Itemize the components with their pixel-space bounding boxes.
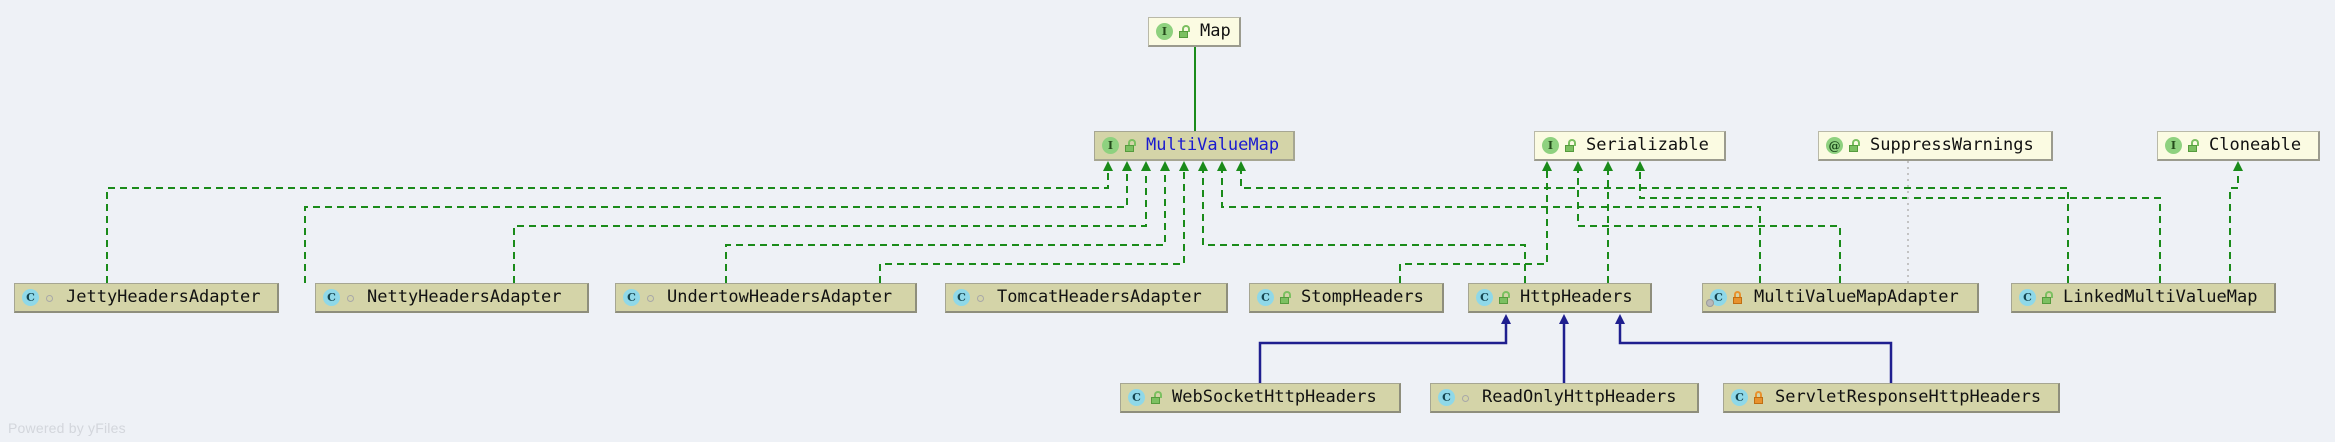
class-node-label: MultiValueMapAdapter [1754, 287, 1959, 307]
package-circle-icon [1460, 391, 1473, 405]
edge-mvmadapter-serializable [1573, 161, 1841, 283]
class-icon: C [953, 289, 970, 306]
interface-icon: I [1542, 137, 1559, 154]
package-circle-icon [44, 291, 57, 305]
unlock-icon [1178, 24, 1191, 39]
class-node-websockethttpheaders[interactable]: C WebSocketHttpHeaders [1120, 383, 1401, 413]
lock-icon [1732, 290, 1745, 305]
class-node-linkedmultivaluemap[interactable]: C LinkedMultiValueMap [2011, 283, 2276, 313]
class-icon: C [2019, 289, 2036, 306]
unlock-icon [1150, 390, 1163, 405]
class-node-jettyheadersadapter[interactable]: C JettyHeadersAdapter [14, 283, 279, 313]
class-node-serializable[interactable]: I Serializable [1534, 131, 1726, 161]
generalization-edges [1258, 314, 1893, 383]
package-circle-icon [645, 291, 658, 305]
edge-jetty-multivaluemap [106, 161, 1113, 283]
unlock-icon [1124, 138, 1137, 153]
class-icon: C [1257, 289, 1274, 306]
package-circle-icon [345, 291, 358, 305]
edge-linkedmvm-serializable [1635, 161, 2161, 283]
lock-icon [1753, 390, 1766, 405]
class-node-tomcatheadersadapter[interactable]: C TomcatHeadersAdapter [945, 283, 1228, 313]
edge-httpheaders-multivaluemap [1198, 161, 1526, 283]
class-node-httpheaders[interactable]: C HttpHeaders [1468, 283, 1652, 313]
class-node-multivaluemap[interactable]: I MultiValueMap [1094, 131, 1295, 161]
class-node-servletresponsehttpheaders[interactable]: C ServletResponseHttpHeaders [1723, 383, 2060, 413]
unlock-icon [1848, 138, 1861, 153]
class-node-label: HttpHeaders [1520, 287, 1633, 307]
edge-undertow-multivaluemap [513, 161, 1151, 283]
class-abstract-icon: C [1706, 289, 1727, 307]
class-node-label: JettyHeadersAdapter [66, 287, 261, 307]
class-node-label: ServletResponseHttpHeaders [1775, 387, 2042, 407]
unlock-icon [1564, 138, 1577, 153]
class-node-label: TomcatHeadersAdapter [997, 287, 1202, 307]
edge-websocket-httpheaders [1258, 314, 1511, 383]
class-node-label: SuppressWarnings [1870, 135, 2034, 155]
annotation-icon: @ [1826, 137, 1843, 154]
class-node-map[interactable]: I Map [1148, 17, 1241, 47]
class-icon: C [22, 289, 39, 306]
class-icon: C [1731, 389, 1748, 406]
edge-servletresponse-httpheaders [1615, 314, 1893, 383]
interface-icon: I [1102, 137, 1119, 154]
class-node-label: NettyHeadersAdapter [367, 287, 562, 307]
class-icon: C [323, 289, 340, 306]
edge-tomcat-multivaluemap [725, 161, 1170, 283]
interface-icon: I [2165, 137, 2182, 154]
class-node-label: MultiValueMap [1146, 135, 1280, 155]
unlock-icon [2041, 290, 2054, 305]
class-node-stompheaders[interactable]: C StompHeaders [1249, 283, 1444, 313]
edge-linkedmvm-multivaluemap [1236, 161, 2069, 283]
edge-mvmadapter-multivaluemap [1217, 161, 1761, 283]
interface-icon: I [1156, 23, 1173, 40]
class-node-label: Cloneable [2209, 135, 2302, 155]
unlock-icon [1498, 290, 1511, 305]
class-node-label: LinkedMultiValueMap [2063, 287, 2258, 307]
class-icon: C [1438, 389, 1455, 406]
class-node-label: ReadOnlyHttpHeaders [1482, 387, 1677, 407]
realization-edges [106, 37, 2243, 283]
edge-stomp-multivaluemap [879, 161, 1189, 283]
edge-netty-multivaluemap [304, 161, 1132, 283]
class-node-nettyheadersadapter[interactable]: C NettyHeadersAdapter [315, 283, 589, 313]
unlock-icon [1279, 290, 1292, 305]
class-icon: C [623, 289, 640, 306]
edge-linkedmvm-cloneable [2229, 161, 2243, 283]
class-node-label: UndertowHeadersAdapter [667, 287, 893, 307]
package-circle-icon [975, 291, 988, 305]
class-node-suppresswarnings[interactable]: @ SuppressWarnings [1818, 131, 2053, 161]
yfiles-watermark: Powered by yFiles [8, 420, 126, 436]
unlock-icon [2187, 138, 2200, 153]
class-node-undertowheadersadapter[interactable]: C UndertowHeadersAdapter [615, 283, 917, 313]
class-node-multivaluemapadapter[interactable]: C MultiValueMapAdapter [1702, 283, 1979, 313]
class-node-label: Map [1200, 21, 1231, 41]
edge-stomp-serializable [1399, 161, 1552, 283]
class-icon: C [1476, 289, 1493, 306]
class-node-label: StompHeaders [1301, 287, 1424, 307]
class-node-label: Serializable [1586, 135, 1709, 155]
class-node-label: WebSocketHttpHeaders [1172, 387, 1377, 407]
class-node-readonlyhttpheaders[interactable]: C ReadOnlyHttpHeaders [1430, 383, 1699, 413]
class-icon: C [1128, 389, 1145, 406]
class-node-cloneable[interactable]: I Cloneable [2157, 131, 2320, 161]
